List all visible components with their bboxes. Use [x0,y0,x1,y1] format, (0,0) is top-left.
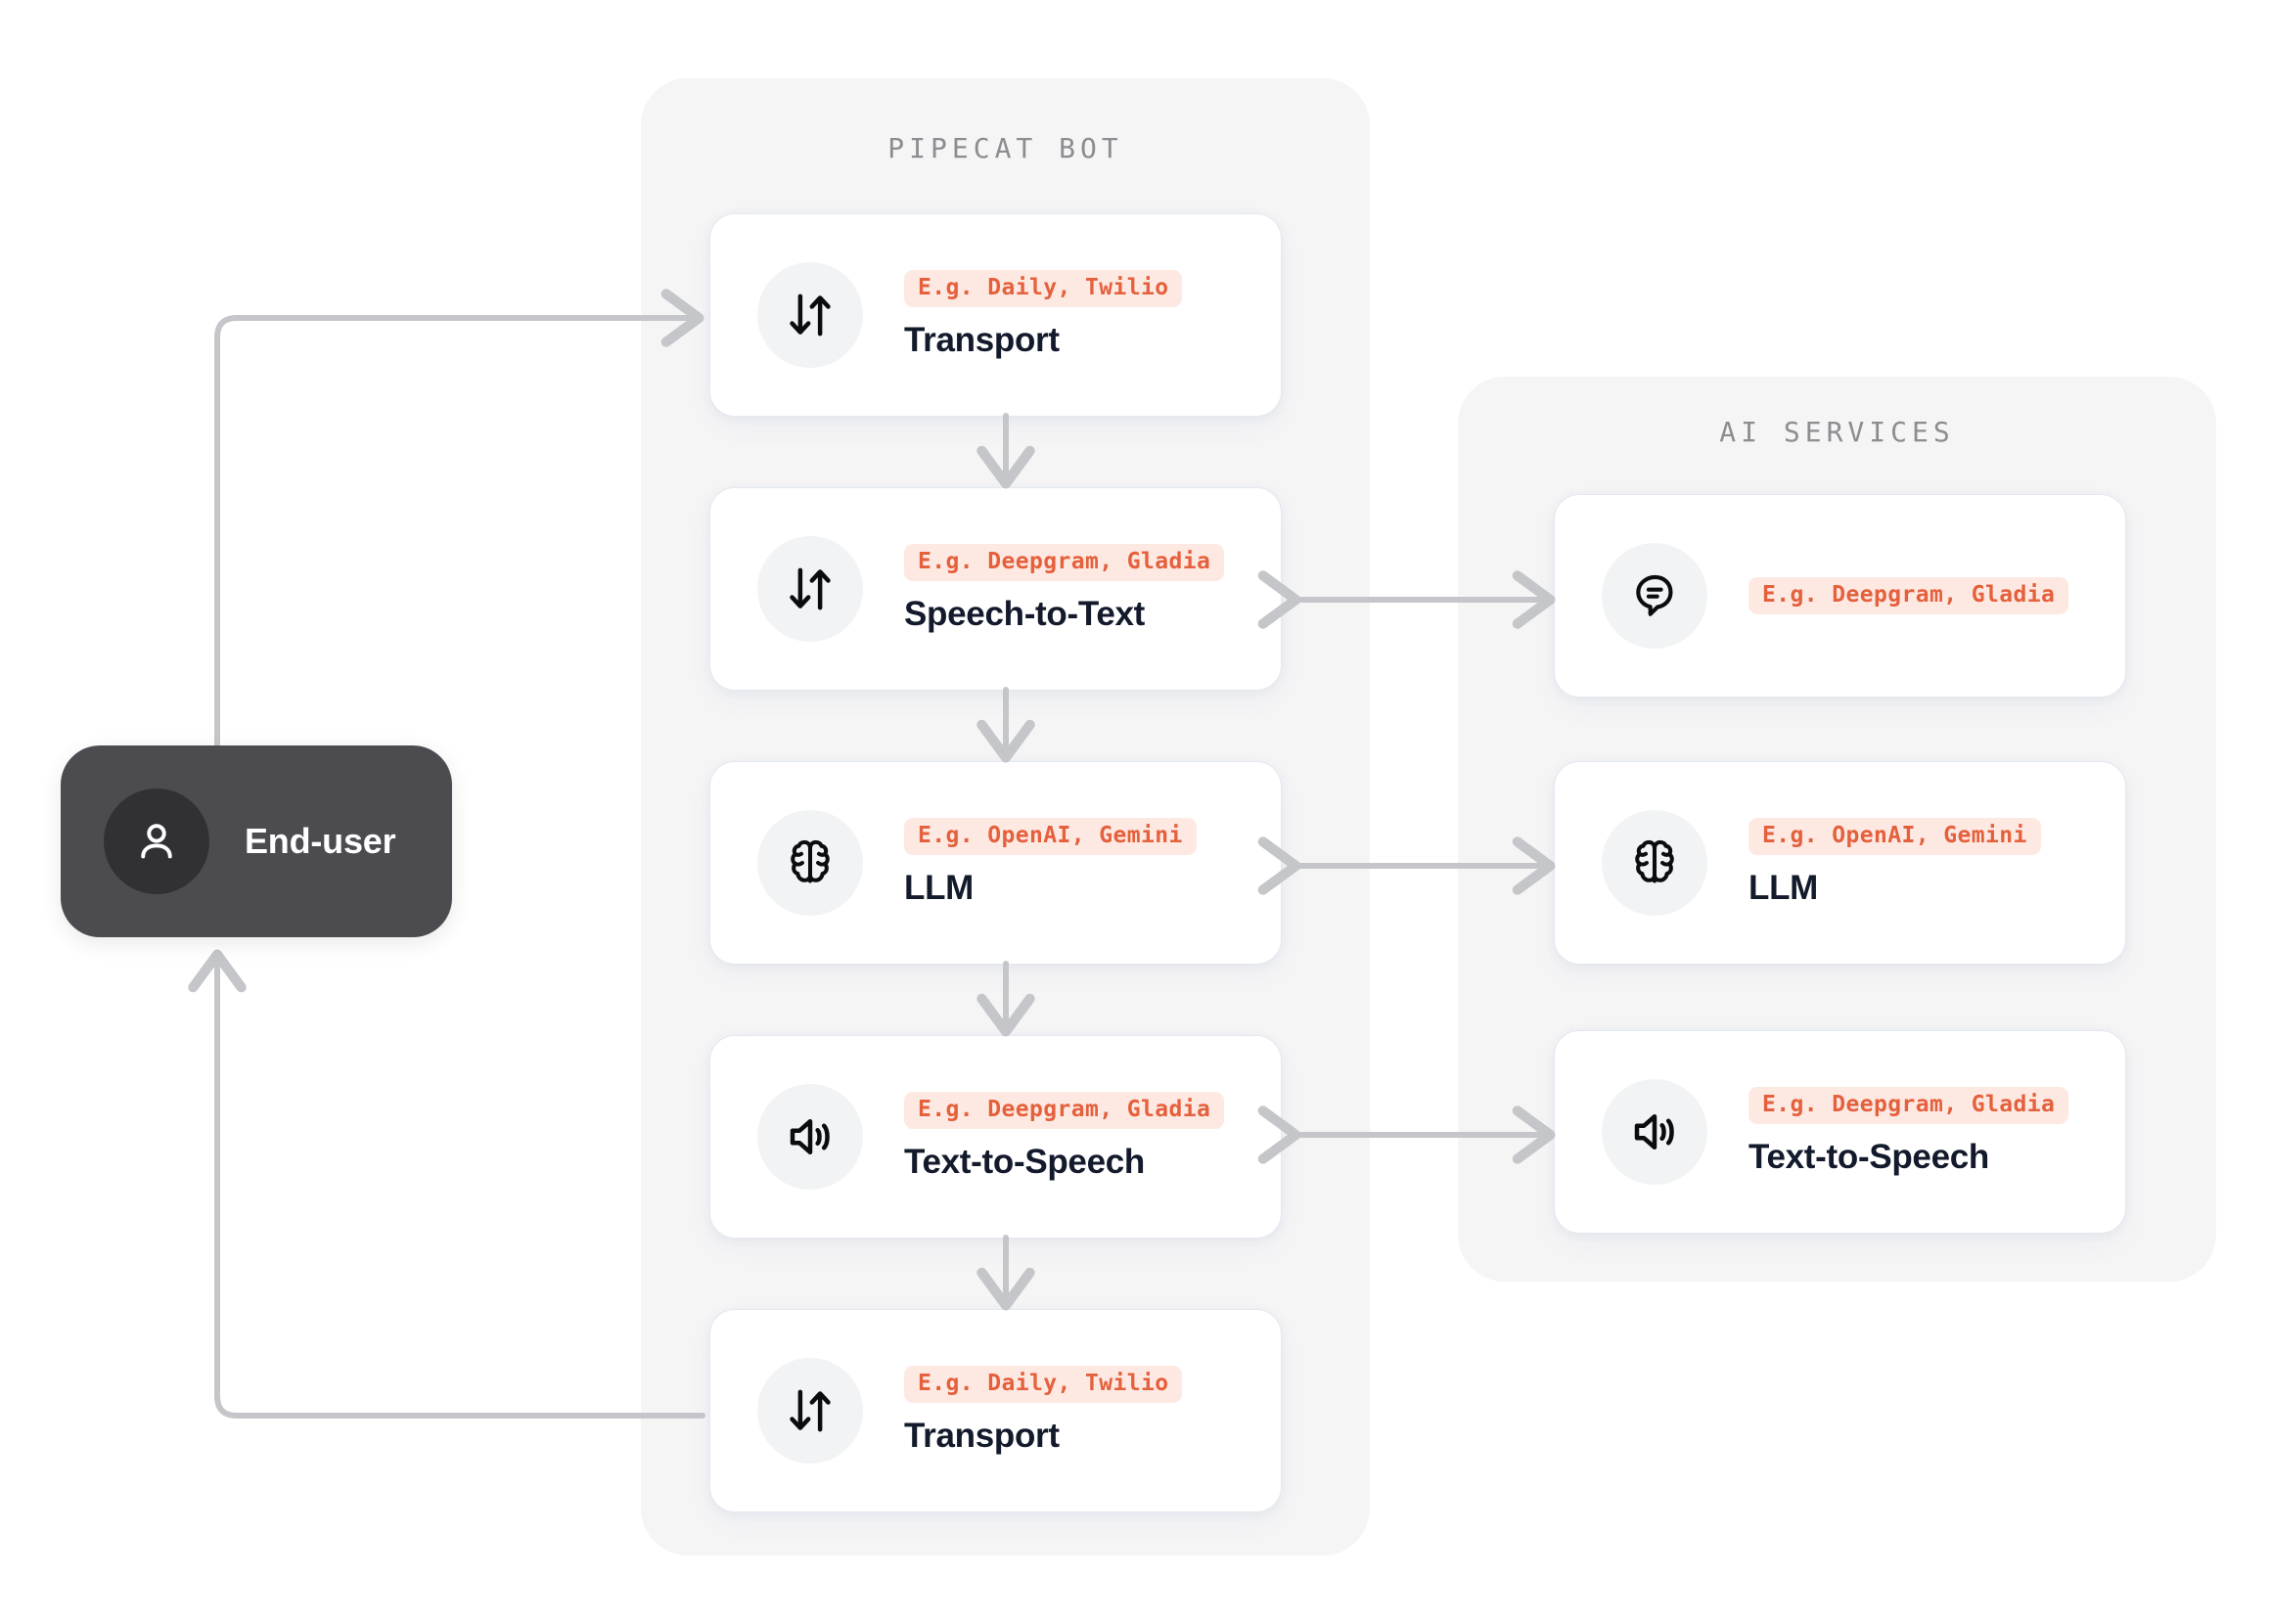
example-badge: E.g. Deepgram, Gladia [904,1092,1225,1129]
end-user-node[interactable]: End-user [61,745,452,937]
card-ai-llm[interactable]: E.g. OpenAI, Gemini LLM [1554,761,2126,965]
card-title: Transport [904,320,1060,359]
card-title: LLM [1748,868,1819,907]
card-title: Transport [904,1416,1060,1455]
card-title: LLM [904,868,975,907]
card-speech-to-text[interactable]: E.g. Deepgram, Gladia Speech-to-Text [709,487,1282,691]
example-badge: E.g. OpenAI, Gemini [1748,818,2041,855]
speaker-wave-icon [757,1084,863,1190]
card-transport-in[interactable]: E.g. Daily, Twilio Transport [709,213,1282,417]
example-badge: E.g. Deepgram, Gladia [1748,577,2069,614]
user-icon [104,789,209,894]
card-llm[interactable]: E.g. OpenAI, Gemini LLM [709,761,1282,965]
ai-services-panel-title: AI SERVICES [1719,416,1955,448]
brain-icon [1602,810,1707,916]
card-ai-tts[interactable]: E.g. Deepgram, Gladia Text-to-Speech [1554,1030,2126,1234]
connector-transport-out-to-enduser [188,949,705,1419]
speech-bubble-icon [1602,543,1707,649]
pipecat-bot-panel-title: PIPECAT BOT [887,132,1123,164]
connector-enduser-to-transport-in [214,289,704,748]
card-body: E.g. OpenAI, Gemini LLM [904,818,1197,907]
example-badge: E.g. Deepgram, Gladia [904,544,1225,581]
example-badge: E.g. Daily, Twilio [904,1366,1183,1403]
transfer-updown-icon [757,262,863,368]
end-user-label: End-user [245,821,396,861]
transfer-updown-icon [757,536,863,642]
card-title: Text-to-Speech [904,1142,1146,1181]
card-body: E.g. Deepgram, Gladia Text-to-Speech [904,1092,1225,1181]
card-text-to-speech[interactable]: E.g. Deepgram, Gladia Text-to-Speech [709,1035,1282,1239]
example-badge: E.g. Deepgram, Gladia [1748,1087,2069,1124]
card-body: E.g. Deepgram, Gladia Text-to-Speech [1748,1087,2069,1176]
card-body: E.g. Daily, Twilio Transport [904,270,1183,359]
card-body: E.g. Daily, Twilio Transport [904,1366,1183,1455]
card-title: Speech-to-Text [904,594,1146,633]
card-title: Text-to-Speech [1748,1137,1990,1176]
example-badge: E.g. OpenAI, Gemini [904,818,1197,855]
card-body: E.g. OpenAI, Gemini LLM [1748,818,2041,907]
card-ai-stt[interactable]: E.g. Deepgram, Gladia [1554,494,2126,698]
transfer-updown-icon [757,1358,863,1464]
card-body: E.g. Deepgram, Gladia Speech-to-Text [904,544,1225,633]
brain-icon [757,810,863,916]
card-transport-out[interactable]: E.g. Daily, Twilio Transport [709,1309,1282,1512]
example-badge: E.g. Daily, Twilio [904,270,1183,307]
card-body: E.g. Deepgram, Gladia [1748,577,2069,614]
speaker-wave-icon [1602,1079,1707,1185]
